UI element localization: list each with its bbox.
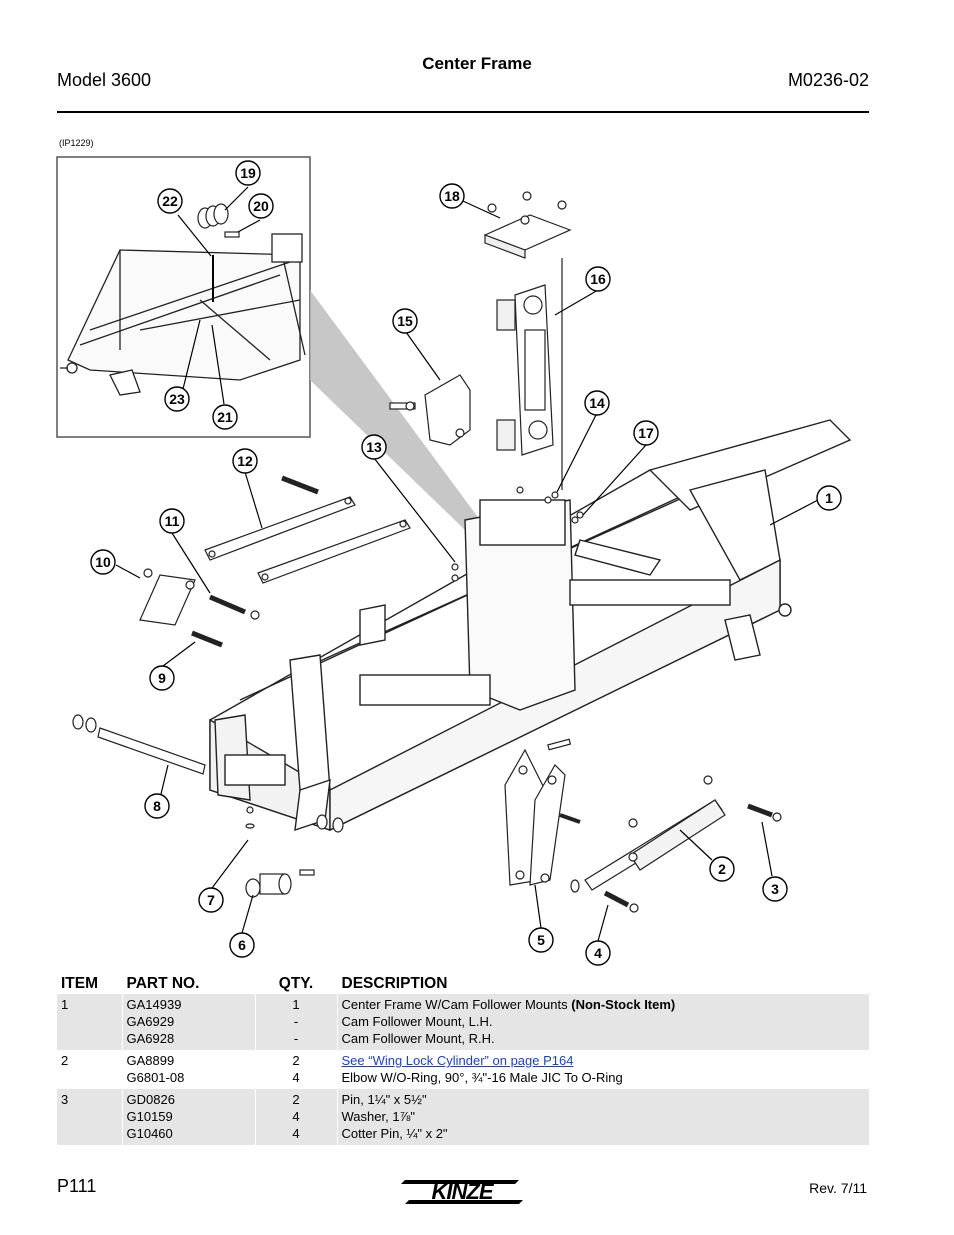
callout-2: 2 [709,856,735,882]
svg-text:1: 1 [825,490,833,506]
svg-text:3: 3 [771,881,779,897]
callout-12: 12 [232,448,258,474]
row-item: 3 [57,1089,122,1145]
page-title: Center Frame [422,54,532,73]
svg-text:7: 7 [207,892,215,908]
svg-text:20: 20 [253,198,269,214]
svg-text:22: 22 [162,193,178,209]
header-part-no: PART NO. [121,970,255,994]
callout-10: 10 [90,549,116,575]
callout-16: 16 [585,266,611,292]
figure-id: (IP1229) [59,138,94,148]
side-plates [504,738,581,886]
svg-text:12: 12 [237,453,253,469]
svg-text:5: 5 [537,932,545,948]
vertical-tube [496,258,563,490]
page-number: P111 [57,1176,97,1196]
row-item: 1 [57,994,122,1050]
document-number: M0236-02 [787,70,869,90]
callout-20: 20 [248,193,274,219]
hardware [451,486,584,582]
callout-1: 1 [816,485,842,511]
callout-4: 4 [585,940,611,966]
callouts: 19 22 20 23 21 18 16 15 14 17 13 12 1 11… [90,160,842,966]
row-qtys: 2 4 4 [254,1089,337,1145]
bracket [389,374,471,446]
svg-text:11: 11 [165,513,180,529]
callout-15: 15 [392,308,418,334]
svg-text:21: 21 [217,409,233,425]
header-item: ITEM [61,975,99,992]
callout-14: 14 [584,390,610,416]
callout-11: 11 [159,508,185,534]
wing-lock-cylinder-link[interactable]: See “Wing Lock Cylinder” on page P164 [341,1053,574,1068]
model-label: Model 3600 [57,70,152,90]
kinze-logo: KINZE [401,1179,523,1204]
svg-text:17: 17 [638,425,654,441]
row-qtys: 2 4 [254,1050,337,1089]
callout-9: 9 [149,665,175,691]
small-pin [747,803,782,822]
header-description: DESCRIPTION [336,970,869,994]
svg-text:14: 14 [589,395,605,411]
top-plate [483,191,572,259]
bushing [245,806,315,898]
svg-text:13: 13 [366,439,382,455]
hub-icon [197,203,240,238]
row-item: 2 [61,1053,69,1068]
callout-7: 7 [198,887,224,913]
header-qty: QTY. [254,970,337,994]
svg-text:10: 10 [95,554,111,570]
callout-23: 23 [164,386,190,412]
callout-17: 17 [633,420,659,446]
leader-lines [115,186,819,942]
table-header-row: ITEM PART NO. QTY. DESCRIPTION [57,970,869,994]
svg-text:4: 4 [594,945,602,961]
callout-22: 22 [157,188,183,214]
callout-19: 19 [235,160,261,186]
revision-label: Rev. 7/11 [809,1180,867,1196]
header-divider [57,111,869,113]
parts-table: ITEM PART NO. QTY. DESCRIPTION 1 GA14939… [57,970,869,1145]
row-descriptions: Center Frame W/Cam Follower Mounts (Non-… [336,994,869,1050]
table-row: 2 GA8899 G6801-08 2 4 See “Wing Lock Cyl… [57,1050,869,1089]
row-descriptions: See “Wing Lock Cylinder” on page P164 El… [336,1050,869,1089]
link-bars [139,475,411,648]
svg-text:19: 19 [240,165,256,181]
svg-text:KINZE: KINZE [432,1179,495,1204]
table-row: 1 GA14939 GA6929 GA6928 1 - - Center Fra… [57,994,869,1050]
inset-frame [60,233,306,396]
non-stock-note: (Non-Stock Item) [571,997,676,1012]
callout-21: 21 [212,404,238,430]
svg-text:16: 16 [590,271,606,287]
row-parts: GD0826 G10159 G10460 [121,1089,255,1145]
svg-text:6: 6 [238,937,246,953]
row-parts: GA14939 GA6929 GA6928 [121,994,255,1050]
table-row: 3 GD0826 G10159 G10460 2 4 4 Pin, 1¼" x … [57,1089,869,1145]
hydraulic-cylinder [570,775,726,913]
svg-text:15: 15 [397,313,413,329]
row-descriptions: Pin, 1¼" x 5½" Washer, 1⅞" Cotter Pin, ¼… [336,1089,869,1145]
callout-6: 6 [229,932,255,958]
callout-13: 13 [361,434,387,460]
callout-8: 8 [144,793,170,819]
svg-text:2: 2 [718,861,726,877]
detail-projection [310,290,480,530]
main-frame [209,419,852,832]
callout-3: 3 [762,876,788,902]
svg-text:23: 23 [169,391,185,407]
callout-18: 18 [439,183,465,209]
svg-text:9: 9 [158,670,166,686]
row-parts: GA8899 G6801-08 [121,1050,255,1089]
svg-text:18: 18 [444,188,460,204]
long-pin [72,714,344,833]
callout-5: 5 [528,927,554,953]
row-qtys: 1 - - [254,994,337,1050]
svg-text:8: 8 [153,798,161,814]
